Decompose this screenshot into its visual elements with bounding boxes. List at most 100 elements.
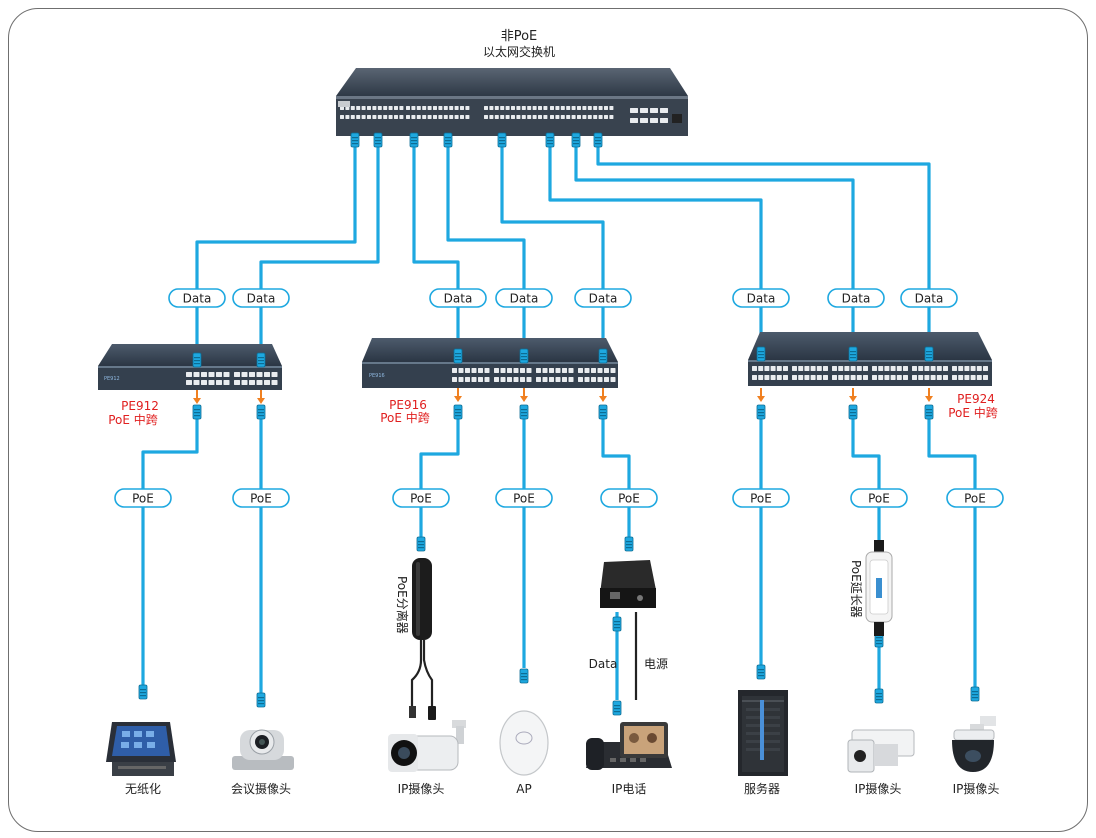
data-label: Data (232, 288, 290, 308)
device-label: IP电话 (612, 782, 647, 796)
rj45-plug-icon (519, 668, 529, 684)
svg-text:Data: Data (747, 292, 776, 306)
rj45-plug-icon (545, 132, 555, 148)
device-label: 无纸化 (125, 782, 161, 796)
svg-text:PoE: PoE (410, 492, 432, 506)
poe-label: PoE (392, 488, 450, 508)
cable (601, 415, 631, 540)
core-switch-subtitle: 以太网交换机 (483, 44, 555, 59)
rj45-plug-icon (256, 404, 266, 420)
rj45-plug-icon (416, 536, 426, 552)
arrow-down-icon (192, 389, 202, 405)
poe-extender (865, 540, 893, 636)
svg-text:Data: Data (842, 292, 871, 306)
svg-text:PoE: PoE (618, 492, 640, 506)
poe-label-group: PoE PoE PoE PoE PoE PoE PoE PoE (114, 488, 1004, 508)
midspan-pe912: PE912 (98, 344, 282, 390)
arrow-down-icon (519, 387, 529, 403)
arrow-down-icon (598, 387, 608, 403)
paperless-terminal-icon (106, 722, 176, 776)
server-tower-icon (738, 690, 788, 776)
data-label: Data (168, 288, 226, 308)
cable (141, 415, 199, 686)
data-label: Data (574, 288, 632, 308)
cable (851, 415, 881, 545)
svg-text:PoE: PoE (132, 492, 154, 506)
arrow-down-icon (848, 387, 858, 403)
svg-text:PoE: PoE (250, 492, 272, 506)
cable (195, 140, 357, 352)
poe-label: PoE (495, 488, 553, 508)
switch-model-pe912: PE912 (121, 399, 159, 413)
svg-text:PoE: PoE (964, 492, 986, 506)
poe-splitter-label: PoE分离器 (395, 576, 410, 634)
rj45-plug-icon (428, 706, 436, 720)
cable (419, 415, 460, 540)
rj45-plug-icon (571, 132, 581, 148)
switch-type-pe924: PoE 中跨 (948, 405, 998, 420)
rj45-plug-icon (924, 346, 934, 362)
svg-text:Data: Data (183, 292, 212, 306)
data-label: Data (495, 288, 553, 308)
rj45-plug-icon (192, 404, 202, 420)
poe-splitter (412, 558, 432, 640)
device-label: IP摄像头 (855, 781, 902, 796)
rj45-plug-icon (848, 404, 858, 420)
access-point-icon (499, 710, 549, 776)
rj45-plug-icon (848, 346, 858, 362)
core-switch-title: 非PoE (501, 29, 538, 44)
cable (259, 140, 380, 352)
device-label: 会议摄像头 (231, 781, 291, 796)
rj45-plug-icon (970, 686, 980, 702)
cable (927, 415, 977, 690)
ip-phone-icon (586, 722, 672, 770)
data-label: Data (827, 288, 885, 308)
poe-label: PoE (732, 488, 790, 508)
poe-label: PoE (114, 488, 172, 508)
rj45-plug-icon (624, 536, 634, 552)
poe-label: PoE (232, 488, 290, 508)
cable (500, 140, 605, 352)
device-label: 服务器 (744, 781, 780, 796)
svg-text:PoE: PoE (868, 492, 890, 506)
data-label-group: Data Data Data Data Data Data Data Data (168, 288, 958, 308)
rj45-plug-icon (874, 688, 884, 704)
midspan-pe916: PE916 (362, 338, 618, 388)
data-label: Data (900, 288, 958, 308)
rj45-plug-icon (256, 692, 266, 708)
diagram-frame (8, 8, 1088, 832)
phone-data-label: Data (589, 657, 618, 671)
rj45-plug-icon (256, 352, 266, 368)
svg-text:Data: Data (444, 292, 473, 306)
splitter-output-cable (410, 640, 423, 706)
rj45-plug-icon (756, 404, 766, 420)
rj45-plug-icon (756, 664, 766, 680)
svg-text:PoE: PoE (513, 492, 535, 506)
cable (596, 140, 931, 352)
rj45-plug-icon (453, 348, 463, 364)
rj45-plug-icon (924, 404, 934, 420)
cable (412, 140, 460, 352)
device-label: AP (516, 782, 531, 796)
bullet-camera-icon (388, 720, 466, 772)
rj45-plug-icon (443, 132, 453, 148)
data-label: Data (429, 288, 487, 308)
svg-text:Data: Data (510, 292, 539, 306)
arrow-down-icon (453, 387, 463, 403)
poe-splitter-box (600, 560, 656, 608)
rj45-plug-icon (138, 684, 148, 700)
splitter-output-cable (422, 640, 434, 706)
svg-text:Data: Data (247, 292, 276, 306)
rj45-plug-icon (409, 132, 419, 148)
rj45-plug-icon (598, 348, 608, 364)
rj45-plug-icon (519, 348, 529, 364)
rj45-plug-icon (350, 132, 360, 148)
poe-label: PoE (946, 488, 1004, 508)
device-label: IP摄像头 (398, 781, 445, 796)
svg-text:Data: Data (915, 292, 944, 306)
rj45-plug-icon (612, 700, 622, 716)
rj45-plug-icon (593, 132, 603, 148)
dome-camera-icon (952, 716, 996, 772)
rj45-plug-icon (519, 404, 529, 420)
